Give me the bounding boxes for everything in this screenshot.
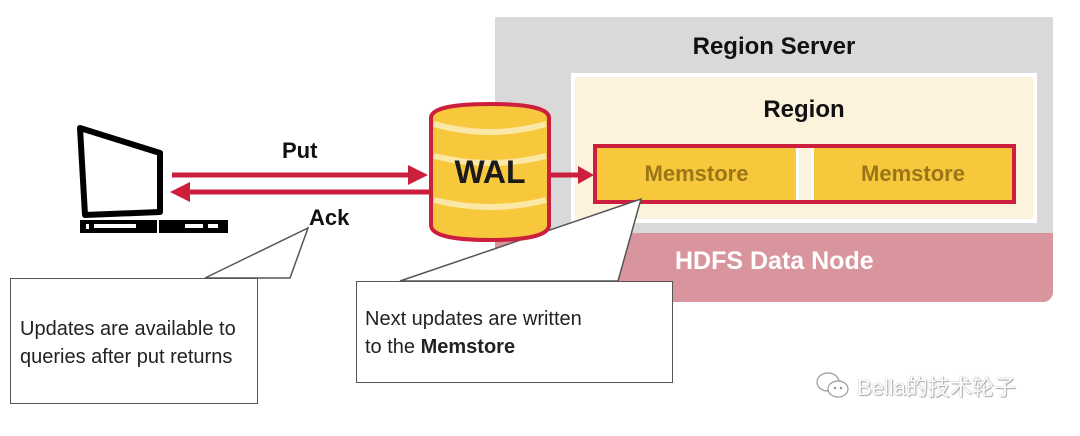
memstore-2: Memstore [814,148,1012,200]
region-server-title: Region Server [692,33,856,60]
callout-2-line-2-prefix: to the [365,336,421,358]
callout-1-tail [204,226,310,279]
watermark: Bella的技术轮子 [815,370,1016,402]
callout-next-updates-text: Next updates are written to the Memstore [365,305,582,361]
wal-label: WAL [454,154,526,190]
memstore-group: Memstore Memstore [593,144,1016,204]
callout-updates-available-text: Updates are available to queries after p… [20,315,236,371]
laptop-icon [77,125,228,233]
callout-2-line-1: Next updates are written [365,308,582,330]
put-label: Put [282,138,318,163]
hdfs-data-node-label: HDFS Data Node [675,247,874,275]
memstore-divider [796,148,814,200]
callout-1-line-2: queries after put returns [20,346,233,368]
callout-updates-available [10,278,258,404]
wal-cylinder-icon [429,101,551,243]
callout-2-memstore-bold: Memstore [420,336,516,358]
memstore-1: Memstore [597,148,796,200]
region-title: Region [763,96,845,123]
wechat-icon [816,372,849,398]
ack-arrow [170,182,430,202]
callout-2-line-2: to the Memstore [365,333,582,361]
put-arrow [172,165,428,185]
ack-label: Ack [309,205,350,230]
callout-next-updates [356,281,673,383]
callout-1-line-1: Updates are available to [20,318,236,340]
wal-to-memstore-arrow [549,166,594,184]
watermark-text: Bella的技术轮子 [857,375,1016,400]
